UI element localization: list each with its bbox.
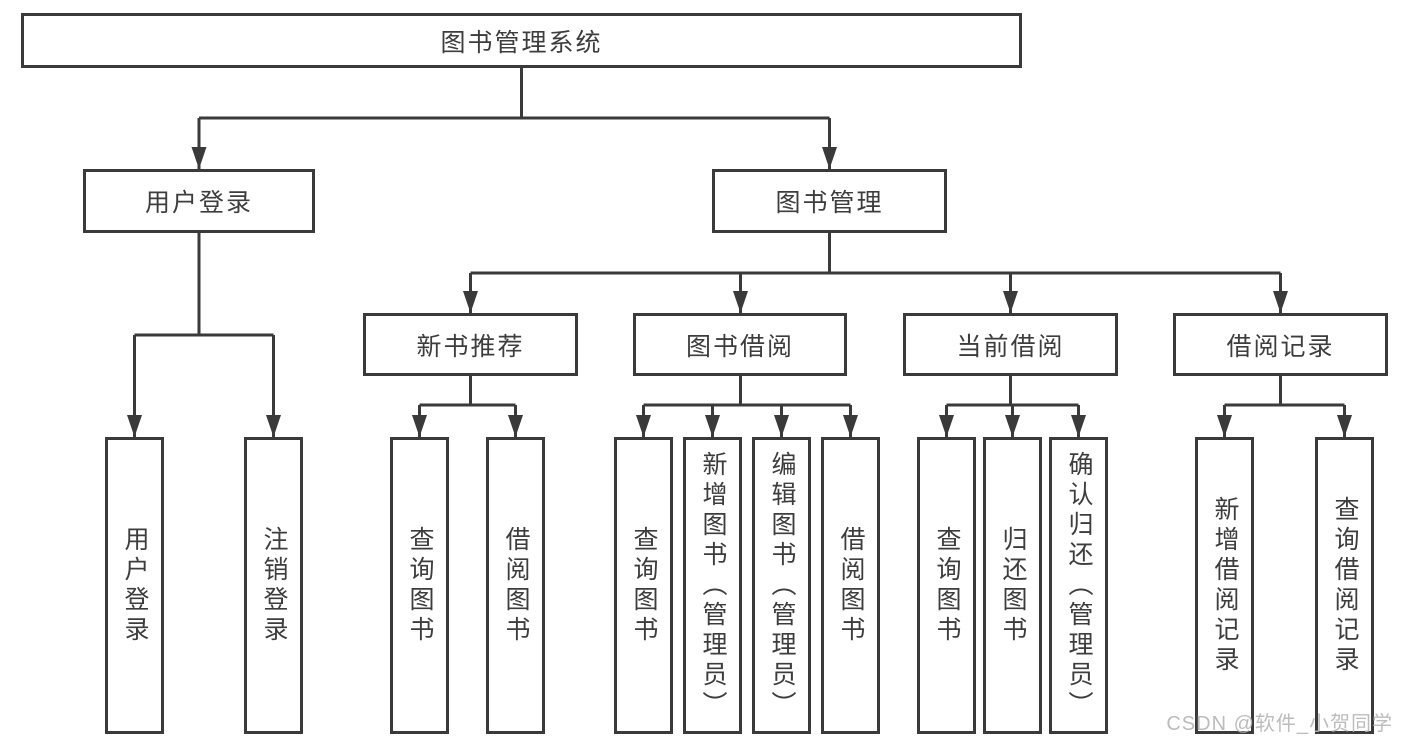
node-label: 注销登录: [260, 525, 288, 646]
node-label: 用户登录: [144, 189, 253, 217]
leaf-confirm-return-admin: 确认归还（管理员）: [1049, 437, 1108, 734]
node-label: 借阅记录: [1226, 332, 1335, 361]
node-new-book-recommend: 新书推荐: [363, 313, 578, 376]
node-label: 图书管理系统: [440, 28, 603, 57]
node-label: 新增借阅记录: [1211, 495, 1239, 676]
node-label: 图书管理: [775, 189, 884, 217]
leaf-query-books-recommend: 查询图书: [390, 437, 449, 734]
leaf-return-books: 归还图书: [983, 437, 1042, 734]
node-label: 新增图书（管理员）: [699, 450, 727, 721]
node-label: 图书借阅: [685, 332, 794, 361]
node-label: 用户登录: [121, 525, 149, 646]
leaf-query-borrow-record: 查询借阅记录: [1315, 437, 1374, 734]
node-label: 编辑图书（管理员）: [768, 450, 796, 721]
leaf-borrow-books-recommend: 借阅图书: [486, 437, 545, 734]
node-current-borrowing: 当前借阅: [903, 313, 1118, 376]
csdn-watermark: CSDN @软件_小贺同学: [1166, 713, 1393, 735]
leaf-borrow-books-borrowing: 借阅图书: [821, 437, 880, 734]
node-label: 查询图书: [933, 525, 961, 646]
node-label: 借阅图书: [837, 525, 865, 646]
leaf-user-login: 用户登录: [105, 437, 164, 734]
node-label: 新书推荐: [416, 332, 525, 361]
node-library-management-system: 图书管理系统: [21, 13, 1022, 68]
leaf-query-books-borrowing: 查询图书: [614, 437, 673, 734]
node-label: 查询图书: [406, 525, 434, 646]
node-label: 查询图书: [630, 525, 658, 646]
leaf-add-borrow-record: 新增借阅记录: [1195, 437, 1254, 734]
leaf-edit-books-admin: 编辑图书（管理员）: [752, 437, 811, 734]
leaf-query-books-current: 查询图书: [917, 437, 976, 734]
node-borrowing-records: 借阅记录: [1173, 313, 1388, 376]
node-user-login: 用户登录: [83, 169, 315, 233]
node-label: 归还图书: [999, 525, 1027, 646]
leaf-add-books-admin: 新增图书（管理员）: [683, 437, 742, 734]
node-label: 当前借阅: [956, 332, 1065, 361]
node-book-management: 图书管理: [712, 169, 947, 233]
node-label: 确认归还（管理员）: [1065, 450, 1093, 721]
node-label: 查询借阅记录: [1331, 495, 1359, 676]
node-label: 借阅图书: [502, 525, 530, 646]
node-book-borrowing: 图书借阅: [633, 313, 847, 376]
leaf-logout: 注销登录: [244, 437, 303, 734]
